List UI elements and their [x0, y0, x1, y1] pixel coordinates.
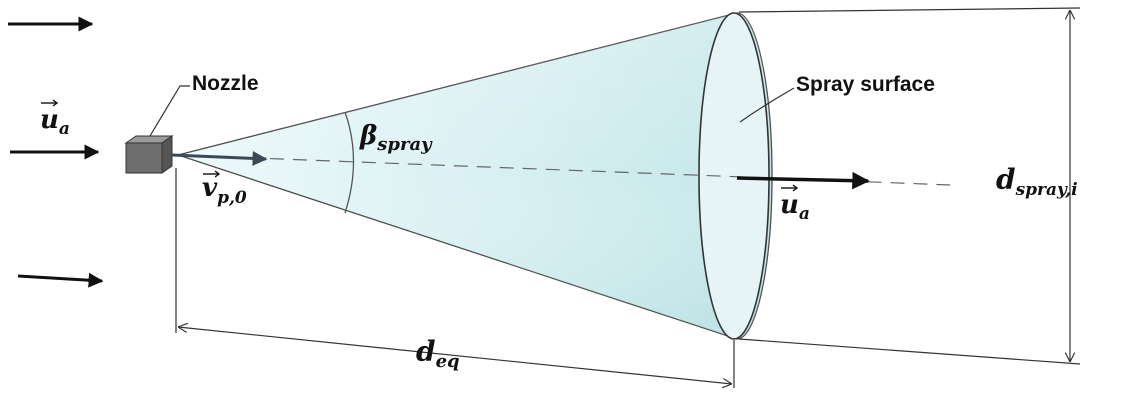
deq-base: d: [416, 335, 436, 368]
spray-surface-label: Spray surface: [796, 73, 935, 96]
nozzle-leader-line: [149, 85, 190, 137]
spray-cone-shading: [178, 13, 772, 339]
ua-right-vector-overbar: [781, 184, 799, 192]
deq-sub: eq: [436, 351, 460, 372]
spray-angle-arc: [344, 111, 355, 214]
spray-diameter-label: dspray,i: [996, 163, 1078, 200]
spray-axis-centerline: [177, 154, 951, 186]
spray-surface-ellipse: [698, 12, 770, 340]
air-flow-arrow-bottom: [17, 272, 104, 288]
ua-left-vector-overbar: [41, 99, 59, 107]
vp0-base: v: [202, 173, 218, 203]
spray-surface-leader-line: [739, 87, 795, 123]
droplet-velocity-arrow: [171, 150, 268, 166]
deq-dimension-line: [178, 327, 732, 384]
dspray-base: d: [996, 163, 1016, 196]
dspray-extension-bottom: [738, 338, 1081, 365]
air-velocity-arrow: [736, 171, 870, 190]
dspray-sub: spray,i: [1015, 180, 1078, 200]
beta-base: β: [359, 121, 377, 151]
air-velocity-label-left: ua: [40, 105, 70, 139]
ua-left-sub: a: [59, 119, 70, 139]
spray-angle-label: βspray: [359, 121, 433, 155]
air-velocity-label-right: ua: [780, 190, 810, 224]
ua-left-base: u: [40, 105, 59, 135]
vp0-sub: p,0: [217, 188, 247, 208]
vp0-vector-overbar: [203, 170, 221, 178]
nozzle-label: Nozzle: [192, 72, 259, 95]
ua-right-base: u: [780, 190, 799, 220]
ua-right-sub: a: [799, 204, 810, 224]
equivalent-distance-label: deq: [416, 335, 460, 372]
beta-sub: spray: [376, 134, 433, 155]
droplet-velocity-label: vp,0: [202, 173, 247, 208]
dspray-extension-top: [738, 7, 1081, 13]
nozzle-box: [124, 135, 174, 174]
